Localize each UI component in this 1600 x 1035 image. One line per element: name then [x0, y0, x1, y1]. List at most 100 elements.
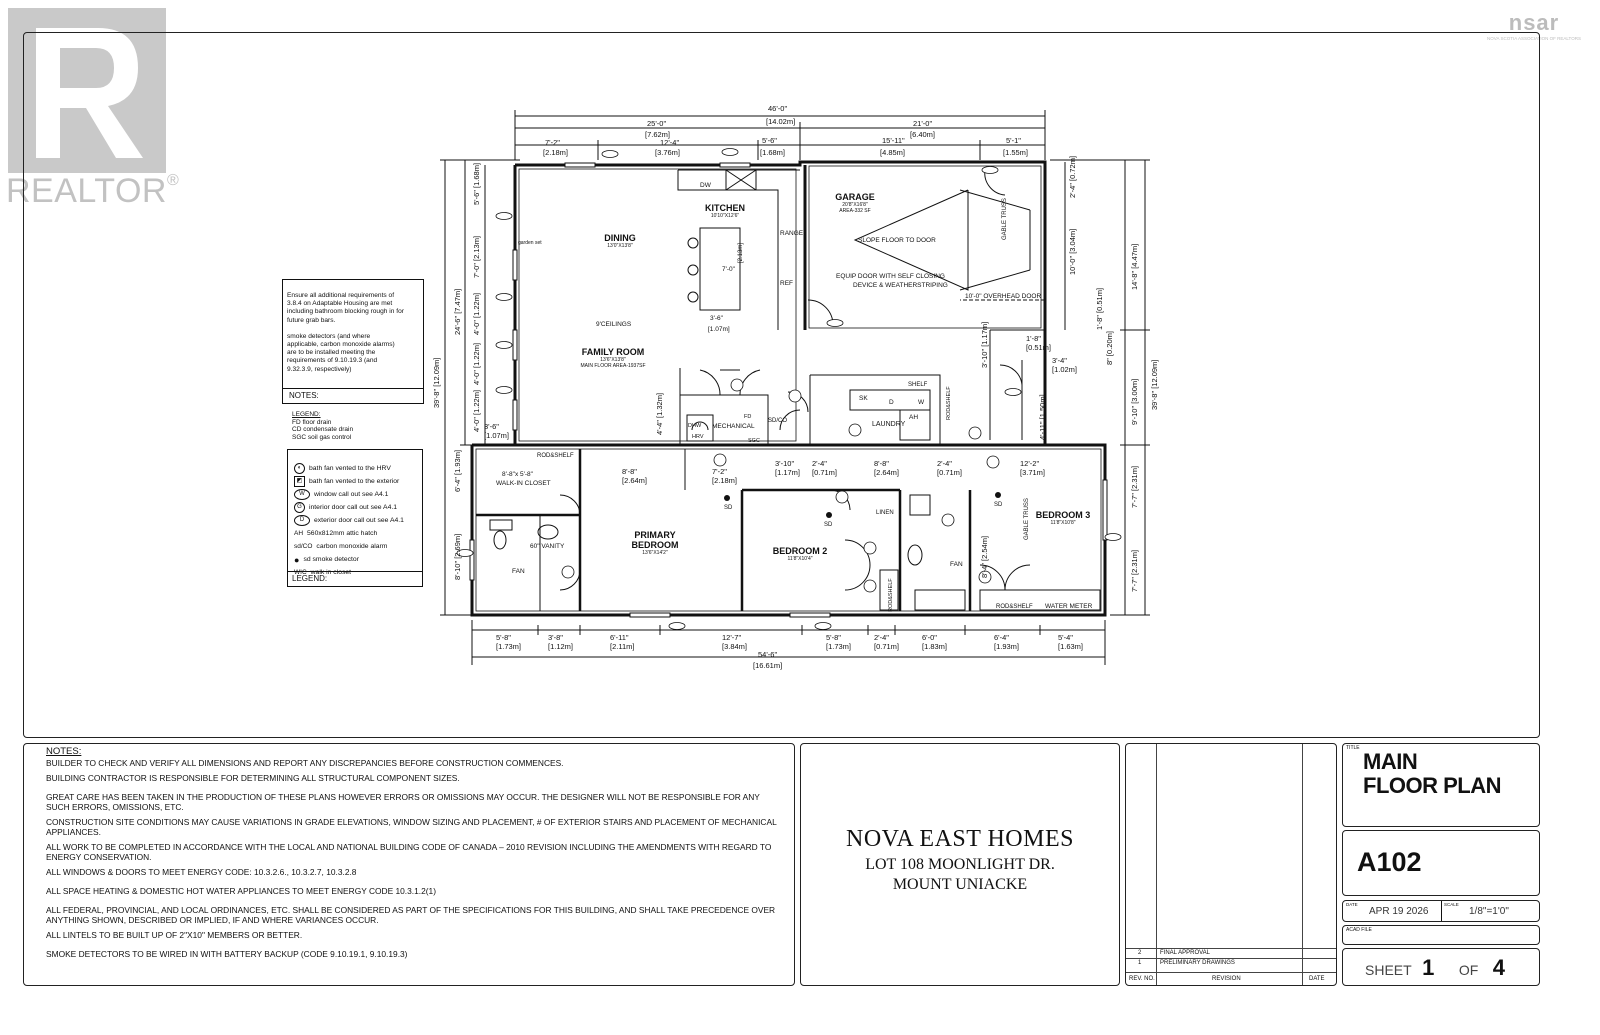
right-f-m: [0.20m]	[1105, 331, 1114, 357]
plan-note-spacer	[287, 325, 419, 333]
general-notes-text: NOTES: BUILDER TO CHECK AND VERIFY ALL D…	[24, 744, 794, 959]
bottom-dim-4: 12'-7"[3.84m]	[722, 633, 747, 651]
gable-truss-bed3: GABLE TRUSS	[1024, 498, 1030, 540]
realtor-text: REALTOR	[6, 172, 167, 210]
right-e-m: [0.51m]	[1095, 287, 1104, 313]
general-note-7: ALL SPACE HEATING & DOMESTIC HOT WATER A…	[46, 886, 436, 896]
general-note-6: ALL WINDOWS & DOORS TO MEET ENERGY CODE:…	[46, 867, 357, 877]
left-c-m: [2.13m]	[472, 235, 481, 261]
left-d-m: [1.22m]	[472, 292, 481, 318]
bottom-overall-dim: 54'-6"	[758, 650, 778, 659]
sgc-label: SGC	[748, 438, 760, 444]
bottom-dim-5-m: [1.73m]	[826, 642, 852, 651]
sd-label-2: SD	[824, 522, 833, 528]
revision-grid-line-2	[1302, 744, 1303, 985]
smoke-detector-icon: ●	[294, 554, 300, 565]
laundry-d-m: [1.50m]	[1038, 394, 1047, 420]
general-notes-title: NOTES:	[46, 746, 82, 757]
hall1-dim: 7'-2"[2.18m]	[712, 467, 737, 485]
laundry-a-dim: 3'-10" [1.17m]	[980, 322, 989, 368]
left-a-m: [7.47m]	[453, 288, 462, 314]
laundry-b-ft: 1'-8"	[1026, 334, 1041, 343]
vanity-label: 60" VANITY	[530, 543, 565, 550]
shelf-label: SHELF	[908, 382, 928, 388]
top-overall-dim: 46'-0"	[768, 104, 788, 113]
bottom-dim-4-ft: 12'-7"	[722, 633, 742, 642]
slope-label: SLOPE FLOOR TO DOOR	[858, 237, 936, 244]
bottom-dim-9: 5'-4"[1.63m]	[1058, 633, 1083, 651]
right-f-ft: 8"	[1105, 358, 1114, 365]
date-label: DATE	[1346, 902, 1358, 907]
bed3-dim-ft: 12'-2"	[1020, 459, 1040, 468]
equip-label-1: EQUIP DOOR WITH SELF CLOSING	[836, 273, 945, 280]
general-note-4: CONSTRUCTION SITE CONDITIONS MAY CAUSE V…	[46, 817, 777, 837]
ah-label: AH	[909, 414, 919, 421]
mechanical-label: MECHANICAL	[712, 423, 755, 430]
left-g-dim: 6'-4" [1.93m]	[453, 450, 462, 492]
revision-row-1-desc: PRELIMINARY DRAWINGS	[1160, 960, 1235, 966]
rodshelf-bed2: ROD&SHELF	[888, 578, 894, 612]
sheet-count: SHEET 1 OF 4	[1365, 955, 1505, 981]
top-d-dim: 12'-4"	[660, 138, 680, 147]
walkin-dim: 8'-8"[2.64m]	[622, 467, 647, 485]
date-scale-box: DATE APR 19 2026 SCALE 1/8"=1'0"	[1342, 900, 1540, 922]
plan-note-line-6: smoke detectors (and where	[287, 332, 371, 340]
laundry-label: LAUNDRY	[872, 421, 906, 428]
sheet-num: 1	[1422, 955, 1435, 980]
left-h-dim: 8'-10" [2.69m]	[453, 534, 462, 580]
laundry-b-dim: 1'-8"[0.51m]	[1026, 334, 1051, 352]
bed3-v-dim: 8'-4" [2.54m]	[980, 536, 989, 578]
sheet-title: MAIN FLOOR PLAN	[1363, 750, 1502, 798]
counter-dim-m: [2.13m]	[738, 242, 744, 263]
revision-header-no: REV. NO.	[1129, 976, 1155, 982]
gable-truss-garage: GABLE TRUSS	[1002, 198, 1008, 240]
plan-note-line-1: Ensure all additional requirements of	[287, 292, 395, 299]
left-e-dim: 4'-0" [1.22m]	[472, 343, 481, 385]
water-meter-label: WATER METER	[1045, 603, 1093, 610]
legend-text-4: interior door call out see A4.1	[309, 504, 398, 511]
kitchen-size: 10'10"X12'6"	[710, 213, 740, 219]
sdco-label: SD/CO	[768, 418, 788, 424]
washer-label: W	[918, 399, 925, 406]
sink-label: SK	[859, 395, 868, 402]
legend-text-3: window call out see A4.1	[314, 491, 389, 498]
right-overall-dim: 39'-8" [12.09m]	[1150, 360, 1159, 410]
top-e-dim: 5'-6"	[762, 136, 777, 145]
acad-file-box: ACAD FILE	[1342, 925, 1540, 945]
date-scale-divider	[1441, 901, 1442, 921]
left-c-ft: 7'-0"	[472, 263, 481, 278]
equip-label-2: DEVICE & WEATHERSTRIPING	[853, 282, 948, 289]
general-note-3: GREAT CARE HAS BEEN TAKEN IN THE PRODUCT…	[46, 792, 760, 812]
bottom-dim-9-ft: 5'-4"	[1058, 633, 1073, 642]
left-b-m: [1.68m]	[472, 162, 481, 188]
legend-text-6: 560x812mm attic hatch	[307, 530, 378, 537]
drain-legend-item-2: CD condensate drain	[292, 426, 354, 433]
realtor-reg: ®	[166, 172, 180, 189]
revision-box: 2 FINAL APPROVAL 1 PRELIMINARY DRAWINGS …	[1125, 743, 1337, 986]
hall5-dim-ft: 2'-4"	[937, 459, 952, 468]
legend-row-1: ◐bath fan vented to the HRV	[294, 462, 418, 475]
right-h-ft: 7'-7"	[1130, 577, 1139, 592]
left-overall-m: [12.09m]	[432, 357, 441, 387]
plan-notes-text: Ensure all additional requirements of 3.…	[283, 280, 423, 374]
wic-icon: WIC	[294, 569, 307, 576]
top-b-dim: 21'-0"	[913, 119, 933, 128]
floor-plan	[440, 110, 1150, 665]
dhw-label: DHW	[688, 423, 702, 429]
bed2-name: BEDROOM 2	[772, 546, 828, 556]
garage-name: GARAGE	[835, 192, 875, 202]
bottom-dim-1-m: [1.73m]	[496, 642, 522, 651]
right-e-dim: 1'-8" [0.51m]	[1095, 288, 1104, 330]
walkin-dim-m: [2.64m]	[622, 476, 648, 485]
overhead-door-label: 10'-0" OVERHEAD DOOR	[965, 293, 1042, 300]
laundry-d-dim: 4'-11" [1.50m]	[1038, 394, 1047, 440]
top-e-dim-m: [1.68m]	[760, 148, 786, 157]
top-g-dim: 5'-1"	[1006, 136, 1021, 145]
top-b-dim-m: [6.40m]	[910, 130, 936, 139]
left-overall-dim: 39'-8" [12.09m]	[432, 358, 441, 408]
revision-header-date: DATE	[1309, 976, 1325, 982]
bed2-size: 11'8"X10'4"	[787, 556, 813, 562]
top-c-dim-m: [2.18m]	[543, 148, 569, 157]
bottom-dim-1: 5'-8"[1.73m]	[496, 633, 521, 651]
